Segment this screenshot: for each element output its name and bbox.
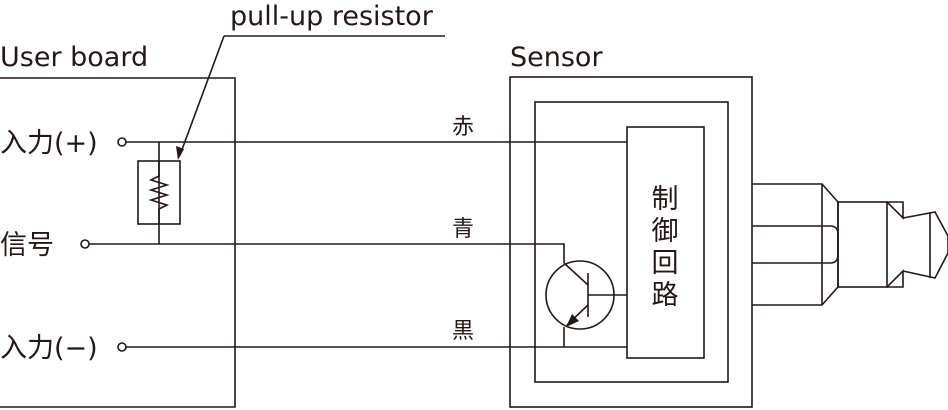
pull-up-resistor-label: pull-up resistor xyxy=(230,1,434,32)
terminal-minus-label: 入力(−) xyxy=(0,333,98,364)
control-circuit-box xyxy=(626,126,705,359)
resistor-icon xyxy=(148,161,170,224)
arrow-head-icon xyxy=(176,146,184,160)
npn-transistor-icon xyxy=(545,260,627,347)
terminal-signal xyxy=(80,239,90,249)
sensor-title: Sensor xyxy=(510,42,603,73)
sensor-inner-box xyxy=(534,101,729,383)
wire-blue-label: 青 xyxy=(452,217,474,242)
terminal-signal-label: 信号 xyxy=(0,230,54,261)
annotation-arrow-line xyxy=(179,35,225,156)
terminal-plus xyxy=(117,137,127,147)
sensor-outer-box xyxy=(509,76,753,408)
terminal-minus xyxy=(117,342,127,352)
wire-blue xyxy=(89,243,565,263)
wire-black-label: 黒 xyxy=(452,319,474,344)
control-circuit-char: 御 xyxy=(652,216,679,247)
control-circuit-char: 回 xyxy=(652,248,679,279)
wire-red-label: 赤 xyxy=(452,115,474,140)
user-board-box xyxy=(0,77,236,408)
control-circuit-char: 路 xyxy=(652,280,679,311)
sensor-connector xyxy=(752,183,948,306)
user-board-title: User board xyxy=(0,42,148,73)
control-circuit-char: 制 xyxy=(652,184,679,215)
terminal-plus-label: 入力(+) xyxy=(0,128,98,159)
